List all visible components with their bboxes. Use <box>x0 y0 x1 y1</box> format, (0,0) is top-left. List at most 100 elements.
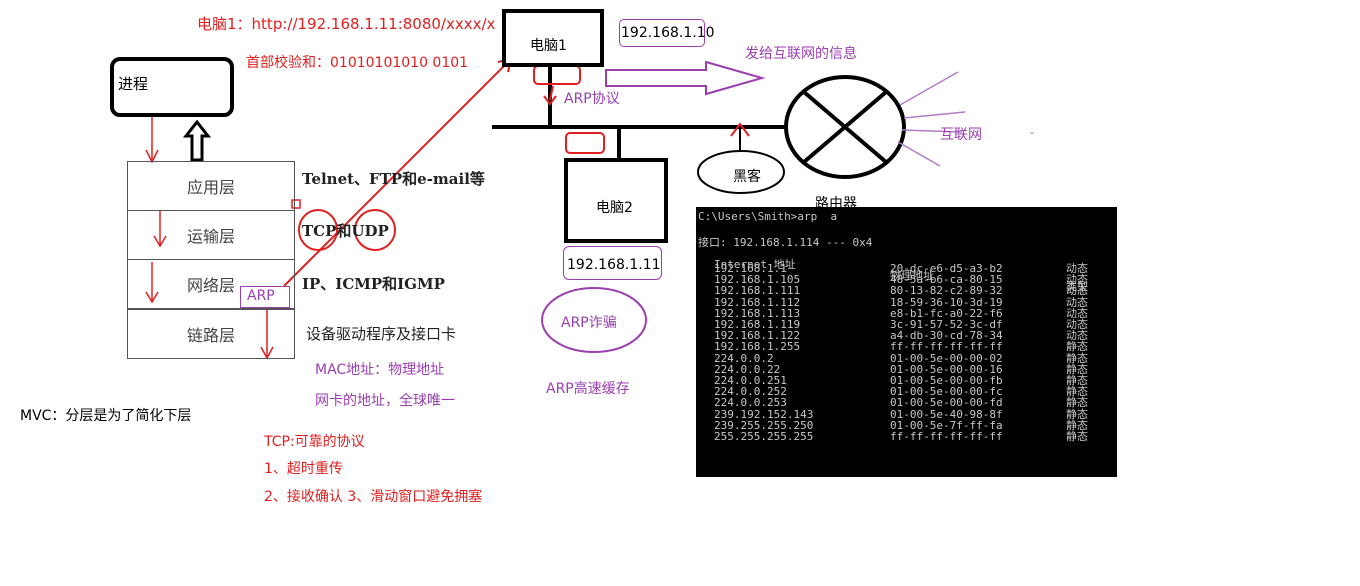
outgoing-arrow <box>605 60 766 96</box>
layer-link-label: 链路层 <box>186 326 235 345</box>
nic-address-note: 网卡的地址，全球唯一 <box>315 393 455 409</box>
arp-type-cell: 静态 <box>1066 340 1088 354</box>
pc2-ip-box: 192.168.1.11 <box>563 246 662 280</box>
internet-info-label: 发给互联网的信息 <box>745 46 857 62</box>
protocols-transport: TCP和UDP <box>302 222 389 240</box>
arp-tag-label: ARP <box>247 288 275 304</box>
arp-ip-cell: 192.168.1.112 <box>714 295 801 309</box>
layer-network-label: 网络层 <box>186 276 235 295</box>
pc1-ip-box: 192.168.1.10 <box>619 19 715 47</box>
hacker-label: 黑客 <box>733 169 761 185</box>
layer-link: 链路层 <box>127 309 295 359</box>
arp-type-cell: 静态 <box>1066 407 1088 421</box>
arp-ip-cell: 224.0.0.2 <box>714 351 774 365</box>
arp-cache-label: ARP高速缓存 <box>546 381 630 397</box>
arp-type-cell: 静态 <box>1066 374 1088 387</box>
layer-network: 网络层 <box>127 259 295 309</box>
tcp-point1: 1、超时重传 <box>264 461 343 477</box>
pc1-box: 电脑1 <box>502 9 604 67</box>
pc2-nic-marker <box>565 132 605 154</box>
arp-ip-cell: 255.255.255.255 <box>714 430 814 443</box>
arp-type-cell: 动态 <box>1066 295 1088 309</box>
arp-mac-cell: 01-00-5e-00-00-fb <box>890 374 1003 387</box>
arp-ip-cell: 192.168.1.105 <box>714 273 801 287</box>
internet-label: 互联网 <box>940 127 982 143</box>
checksum-note: 首部校验和：01010101010 0101 <box>246 55 469 71</box>
arp-ip-cell: 192.168.1.122 <box>714 329 801 343</box>
pc1-ip: 192.168.1.10 <box>621 25 715 41</box>
pc1-url-note: 电脑1：http://192.168.1.11:8080/xxxx/x <box>197 15 496 33</box>
layer-transport-label: 运输层 <box>186 227 235 246</box>
layer-transport: 运输层 <box>127 210 295 260</box>
arp-ip-cell: 224.0.0.252 <box>714 385 787 399</box>
arp-ip-cell: 224.0.0.22 <box>714 362 781 376</box>
arp-tag: ARP <box>240 286 290 308</box>
arp-protocol-label: ARP协议 <box>564 91 620 107</box>
arp-ip-cell: 239.255.255.250 <box>714 418 814 432</box>
arp-type-cell: 动态 <box>1066 284 1088 298</box>
mac-address-note: MAC地址：物理地址 <box>315 362 445 378</box>
header-physical-address: 物理地址 <box>890 269 934 282</box>
arp-mac-cell: 01-00-5e-00-00-fc <box>890 385 1003 399</box>
tcp-circle <box>298 209 338 251</box>
header-type: 类型 <box>1066 280 1088 293</box>
udp-circle <box>354 209 396 251</box>
arp-type-cell: 动态 <box>1066 318 1088 331</box>
tcp-point2: 2、接收确认 3、滑动窗口避免拥塞 <box>264 489 483 505</box>
arp-mac-cell: a4-db-30-cd-78-34 <box>890 329 1003 343</box>
arp-type-cell: 静态 <box>1066 418 1088 432</box>
hacker-tap-arrow <box>730 122 750 137</box>
arp-mac-cell: 01-00-5e-00-00-02 <box>890 351 1003 365</box>
pc1-label: 电脑1 <box>530 38 567 54</box>
arp-ip-cell: 224.0.0.253 <box>714 396 787 410</box>
layer-application: 应用层 <box>127 161 295 211</box>
arp-mac-cell: ff-ff-ff-ff-ff-ff <box>890 340 1003 354</box>
arp-type-cell: 动态 <box>1066 273 1088 287</box>
process-box: 进程 <box>110 57 234 117</box>
protocols-network: IP、ICMP和IGMP <box>302 275 445 293</box>
arp-type-cell: 静态 <box>1066 385 1088 399</box>
arp-ip-cell: 239.192.152.143 <box>714 407 814 421</box>
arp-ip-cell: 192.168.1.1 <box>714 262 787 275</box>
hacker-ellipse <box>697 150 785 194</box>
arp-mac-cell: 20-dc-e6-d5-a3-b2 <box>890 262 1003 275</box>
dash-mark: - <box>1030 126 1034 139</box>
pc2-label: 电脑2 <box>596 200 633 216</box>
mvc-note: MVC：分层是为了简化下层 <box>20 408 192 424</box>
arp-mac-cell: 80-13-82-c2-89-32 <box>890 284 1003 298</box>
arp-mac-cell: 01-00-5e-00-00-16 <box>890 362 1003 376</box>
arp-type-cell: 静态 <box>1066 430 1088 443</box>
arp-ip-cell: 192.168.1.255 <box>714 340 801 354</box>
protocols-link: 设备驱动程序及接口卡 <box>306 325 457 343</box>
arp-ip-cell: 192.168.1.113 <box>714 306 801 320</box>
arp-mac-cell: e8-b1-fc-a0-22-f6 <box>890 306 1003 320</box>
arp-mac-cell: 18-59-36-10-3d-19 <box>890 295 1003 309</box>
layer-application-label: 应用层 <box>186 178 235 197</box>
pc2-ip: 192.168.1.11 <box>567 257 661 273</box>
up-arrow <box>182 119 212 162</box>
header-internet-address: Internet 地址 <box>714 258 796 271</box>
arp-mac-cell: ff-ff-ff-ff-ff-ff <box>890 430 1003 443</box>
arp-spoof-ellipse <box>541 287 647 353</box>
arp-mac-cell: 01-00-5e-40-98-8f <box>890 407 1003 421</box>
arp-ip-cell: 224.0.0.251 <box>714 374 787 387</box>
arp-to-pc1-line <box>283 59 511 287</box>
arp-type-cell: 静态 <box>1066 362 1088 376</box>
terminal-header: Internet 地址 物理地址 类型 <box>696 248 1117 303</box>
protocols-application: Telnet、FTP和e-mail等 <box>302 170 485 188</box>
arp-mac-cell: 48-5a-b6-ca-80-15 <box>890 273 1003 287</box>
arp-terminal: C:\Users\Smith>arp a 接口: 192.168.1.114 -… <box>696 207 1117 477</box>
arp-type-cell: 动态 <box>1066 262 1088 275</box>
pc1-nic-marker <box>533 65 581 85</box>
arp-mac-cell: 3c-91-57-52-3c-df <box>890 318 1003 331</box>
terminal-command: C:\Users\Smith>arp a <box>698 210 838 223</box>
arp-spoof-label: ARP诈骗 <box>561 315 617 331</box>
tcp-reliable-note: TCP:可靠的协议 <box>264 434 365 450</box>
terminal-interface: 接口: 192.168.1.114 --- 0x4 <box>698 236 873 249</box>
arp-type-cell: 静态 <box>1066 351 1088 365</box>
arp-mac-cell: 01-00-5e-00-00-fd <box>890 396 1003 410</box>
arp-type-cell: 动态 <box>1066 306 1088 320</box>
arp-type-cell: 动态 <box>1066 329 1088 343</box>
arp-mac-cell: 01-00-5e-7f-ff-fa <box>890 418 1003 432</box>
